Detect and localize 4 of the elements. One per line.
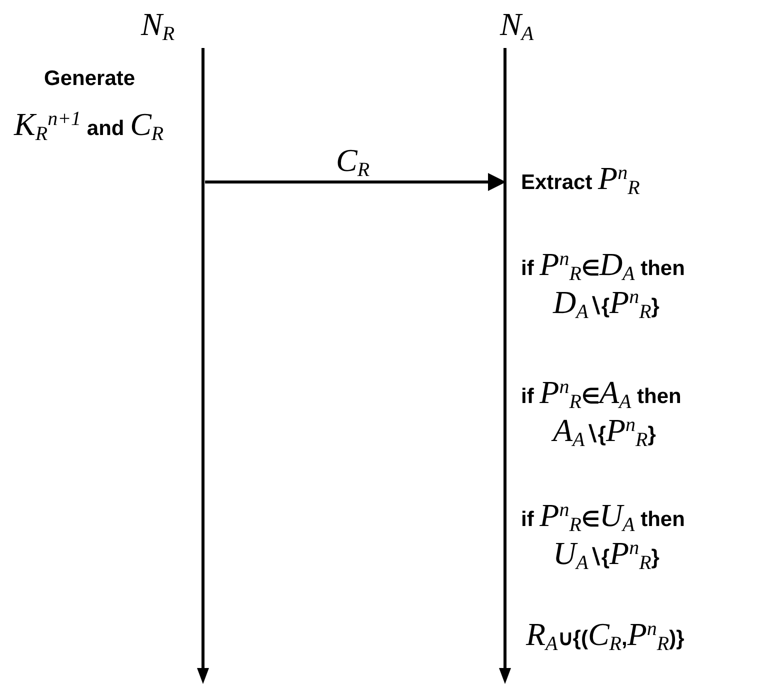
step-text: Generate bbox=[44, 68, 136, 89]
arrow bbox=[205, 173, 506, 191]
lifeline-label: N$_{R}$ bbox=[141, 8, 175, 40]
lifeline-label: N$_{A}$ bbox=[500, 8, 534, 40]
